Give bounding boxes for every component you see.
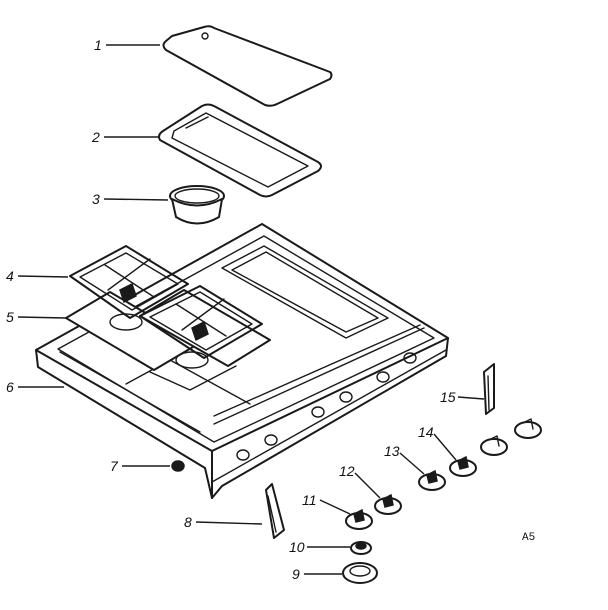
part-3-burner-bowl xyxy=(169,185,225,225)
svg-text:4: 4 xyxy=(6,268,14,284)
knob-holes xyxy=(236,352,417,461)
knob-12 xyxy=(374,493,402,515)
callout-11: 11 xyxy=(302,492,351,515)
svg-text:13: 13 xyxy=(384,443,400,459)
part-1-griddle-cover xyxy=(162,25,333,107)
svg-text:3: 3 xyxy=(92,191,100,207)
part-7-button xyxy=(171,460,185,472)
svg-text:9: 9 xyxy=(292,566,300,582)
drawing-code: A5 xyxy=(522,532,535,544)
callout-7: 7 xyxy=(110,458,170,474)
svg-text:6: 6 xyxy=(6,379,14,395)
svg-text:15: 15 xyxy=(440,389,456,405)
part-10-bezel xyxy=(350,541,372,555)
svg-text:7: 7 xyxy=(110,458,119,474)
callout-1: 1 xyxy=(94,37,160,53)
svg-text:12: 12 xyxy=(339,463,355,479)
callout-6: 6 xyxy=(6,379,64,395)
svg-text:5: 5 xyxy=(6,309,14,325)
part-9-ring xyxy=(342,562,378,584)
svg-text:11: 11 xyxy=(302,492,317,508)
part-6-cooktop-body xyxy=(35,223,449,499)
part-4-grates xyxy=(69,245,263,359)
part-15-bracket xyxy=(483,363,495,415)
svg-text:10: 10 xyxy=(289,539,305,555)
part-8-bracket xyxy=(265,483,285,539)
svg-text:2: 2 xyxy=(91,129,100,145)
callout-5: 5 xyxy=(6,309,67,325)
knob-spare-b xyxy=(514,418,542,439)
callout-8: 8 xyxy=(184,514,263,530)
callout-3: 3 xyxy=(92,191,169,207)
control-knobs xyxy=(345,418,542,530)
part-2-griddle-pan xyxy=(158,103,322,198)
svg-text:14: 14 xyxy=(418,424,434,440)
svg-text:8: 8 xyxy=(184,514,192,530)
knob-spare-a xyxy=(480,435,508,456)
callout-9: 9 xyxy=(292,566,342,582)
callout-15: 15 xyxy=(440,389,485,405)
callout-12: 12 xyxy=(339,463,381,499)
svg-text:1: 1 xyxy=(94,37,102,53)
callout-10: 10 xyxy=(289,539,350,555)
callout-2: 2 xyxy=(91,129,158,145)
knob-14 xyxy=(449,455,477,477)
knob-11 xyxy=(345,508,373,530)
callouts: 1 2 3 4 5 6 7 8 xyxy=(6,37,535,582)
knob-13 xyxy=(418,469,446,491)
callout-14: 14 xyxy=(418,424,457,461)
callout-4: 4 xyxy=(6,268,69,284)
callout-13: 13 xyxy=(384,443,425,475)
